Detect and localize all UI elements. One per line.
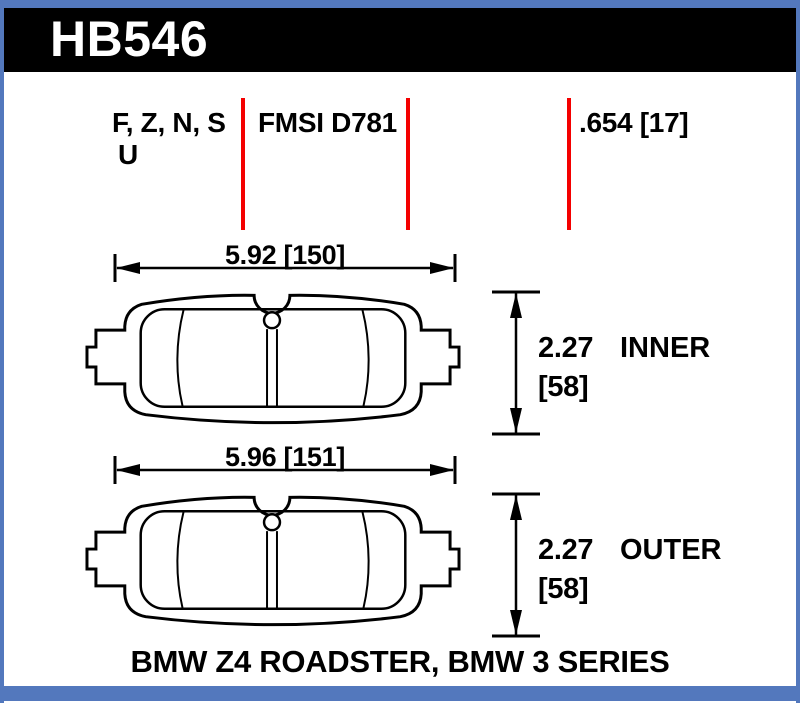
- frame-right-strip: [796, 0, 800, 703]
- inner-pad-width-dim: 5.92 [150]: [224, 240, 346, 270]
- inner-width-arrow: [113, 254, 457, 282]
- inner-height-arrow: [492, 290, 540, 436]
- outer-pad-width-dim: 5.96 [151]: [224, 442, 346, 472]
- red-divider-2: [406, 98, 410, 230]
- vehicle-applications: BMW Z4 ROADSTER, BMW 3 SERIES: [130, 644, 670, 679]
- inner-pad-height-mm: [58]: [538, 371, 589, 403]
- red-divider-1: [241, 98, 245, 230]
- header-bar: HB546: [4, 8, 796, 72]
- frame-left-strip: [0, 0, 4, 703]
- outer-pad-height-mm: [58]: [538, 573, 589, 605]
- fmsi-code: FMSI D781: [258, 107, 397, 138]
- compound-codes-line1: F, Z, N, S: [112, 107, 226, 138]
- outer-pad-height-in: 2.27: [538, 534, 594, 566]
- inner-pad-height-in: 2.27: [538, 332, 594, 364]
- frame-top-strip: [0, 0, 800, 8]
- part-number: HB546: [50, 11, 209, 67]
- compound-codes-line2: U: [118, 139, 138, 170]
- pad-thickness: .654 [17]: [579, 107, 689, 138]
- outer-height-arrow: [492, 492, 540, 638]
- frame-bottom-strip: [0, 686, 800, 701]
- red-divider-3: [567, 98, 571, 230]
- inner-pad-drawing: [85, 293, 461, 425]
- outer-pad-label: OUTER: [620, 534, 722, 566]
- inner-pad-label: INNER: [620, 332, 711, 364]
- outer-width-arrow: [113, 456, 457, 484]
- outer-pad-drawing: [85, 495, 461, 627]
